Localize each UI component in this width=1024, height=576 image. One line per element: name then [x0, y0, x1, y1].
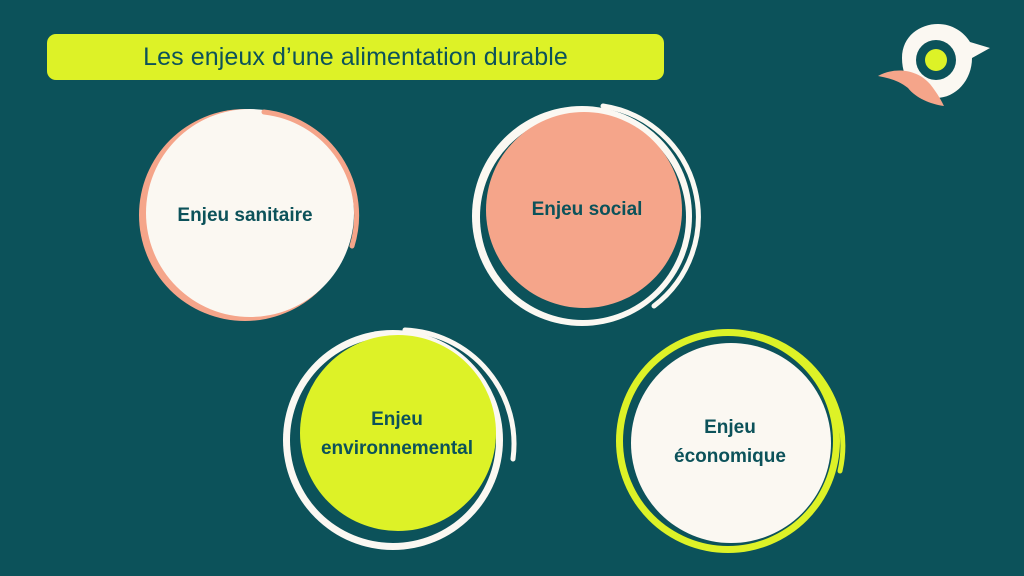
label-enjeu-environnemental: Enjeu environnemental: [287, 405, 507, 463]
label-enjeu-sanitaire: Enjeu sanitaire: [177, 205, 313, 226]
page-title: Les enjeux d’une alimentation durable: [47, 34, 664, 80]
label-enjeu-social: Enjeu social: [531, 199, 643, 220]
label-line: environnemental: [320, 438, 474, 459]
circle-social: [472, 103, 701, 326]
label-line: Enjeu: [704, 417, 756, 438]
label-line: Enjeu: [371, 409, 423, 430]
label-line: économique: [674, 446, 786, 467]
circle-sanitaire: [139, 109, 360, 321]
circle-economique: [616, 329, 846, 553]
label-enjeu-economique: Enjeu économique: [620, 413, 840, 471]
circle-environnemental: [283, 327, 517, 550]
bird-logo-icon: [878, 24, 990, 106]
